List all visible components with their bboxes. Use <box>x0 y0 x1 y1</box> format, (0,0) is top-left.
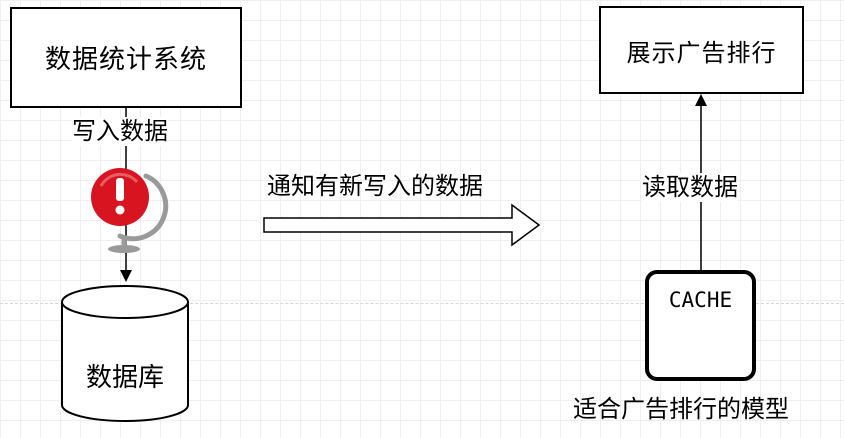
model-caption: 适合广告排行的模型 <box>573 395 789 423</box>
database-cylinder <box>61 285 189 422</box>
notify-label: 通知有新写入的数据 <box>267 172 483 200</box>
cache-label: CACHE <box>668 288 733 312</box>
alert-icon <box>91 168 169 253</box>
stats-system-box: 数据统计系统 <box>10 7 242 108</box>
write-arrowhead <box>120 270 132 282</box>
write-data-label: 写入数据 <box>72 117 168 146</box>
cache-box: CACHE <box>645 270 756 381</box>
database-label: 数据库 <box>85 363 164 393</box>
dashed-divider <box>0 303 844 304</box>
read-data-label: 读取数据 <box>642 173 738 202</box>
ad-ranking-display-box: 展示广告排行 <box>599 6 804 94</box>
notify-arrow <box>263 203 541 247</box>
read-arrowhead <box>695 94 707 106</box>
